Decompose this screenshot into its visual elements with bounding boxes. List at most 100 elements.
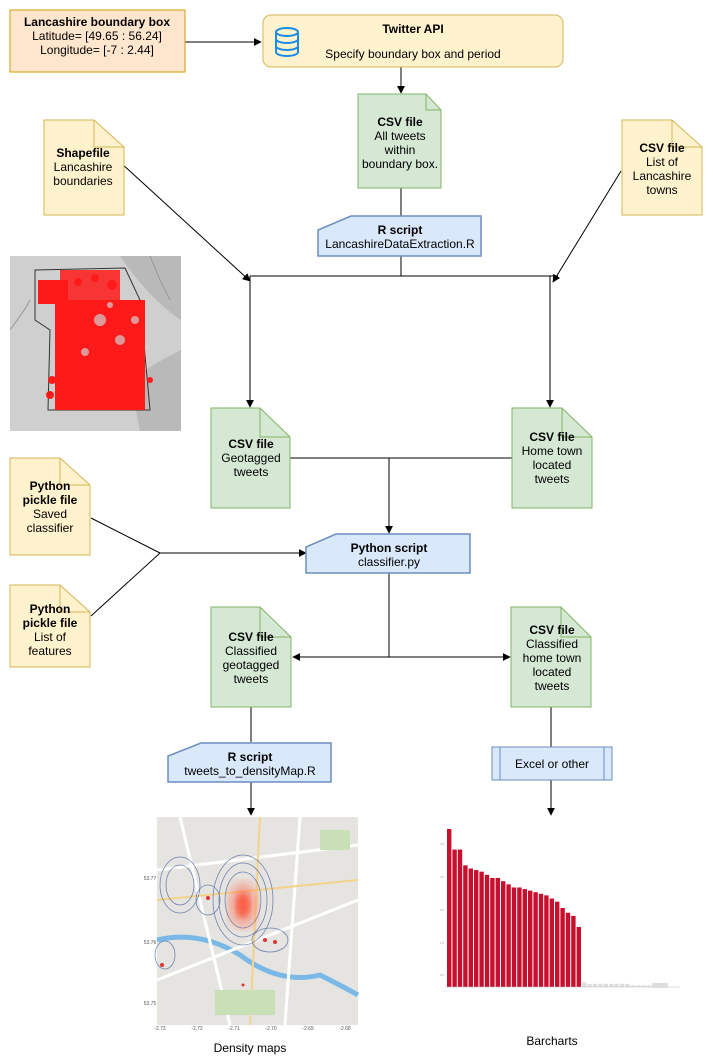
python-script-title: Python script <box>351 541 428 555</box>
svg-text:2.5: 2.5 <box>440 908 445 912</box>
csv-all-tweets-line: All tweets <box>374 129 425 143</box>
excel-node: Excel or other <box>491 746 613 781</box>
csv-classified-home-node: CSV file Classified home town located tw… <box>510 606 592 708</box>
bar <box>592 983 598 987</box>
boundary-box-node: Lancashire boundary box Latitude= [49.65… <box>9 9 186 73</box>
csv-all-tweets-title: CSV file <box>377 115 423 129</box>
r-script-density-file: tweets_to_densityMap.R <box>184 764 316 778</box>
bar <box>565 912 571 987</box>
svg-text:0.5: 0.5 <box>440 973 445 977</box>
csv-geotagged-title: CSV file <box>228 437 274 451</box>
shapefile-line: Lancashire <box>54 160 113 174</box>
csv-hometown-line: Home town <box>522 444 583 458</box>
lancashire-tweets-map <box>9 255 181 431</box>
csv-classified-home-line: home town <box>523 651 582 665</box>
bar <box>641 985 646 987</box>
bar <box>490 877 495 987</box>
csv-towns-line: List of <box>646 155 679 169</box>
csv-classified-geo-line: Classified <box>225 644 277 658</box>
csv-hometown-node: CSV file Home town located tweets <box>511 407 593 509</box>
barchart-bars <box>445 829 680 988</box>
connectors <box>90 38 622 816</box>
pickle-features-title: pickle file <box>23 616 78 630</box>
csv-towns-node: CSV file List of Lancashire towns <box>621 119 703 216</box>
csv-hometown-line: tweets <box>535 472 570 486</box>
csv-classified-geo-title: CSV file <box>228 630 274 644</box>
csv-classified-home-title: CSV file <box>529 623 575 637</box>
bar <box>533 892 538 987</box>
density-maps-caption: Density maps <box>214 1041 287 1055</box>
shapefile-line: boundaries <box>53 174 112 188</box>
bar <box>603 983 608 987</box>
bar <box>501 881 506 987</box>
svg-text:3.5: 3.5 <box>440 875 445 879</box>
shapefile-title: Shapefile <box>56 146 110 160</box>
barchart-image: 4.5 3.5 2.5 1.5 0.5 <box>424 818 686 1020</box>
svg-text:53.76: 53.76 <box>144 940 157 946</box>
csv-all-tweets-line: boundary box. <box>362 157 438 171</box>
barchart-tick-stubs: 4.5 3.5 2.5 1.5 0.5 <box>440 842 445 977</box>
density-map-image: -2.73-2.72-2.71 -2.70-2.69-2.68 53.7753.… <box>144 816 360 1032</box>
bar <box>636 985 641 987</box>
csv-towns-line: Lancashire <box>633 169 692 183</box>
bar <box>587 983 592 987</box>
csv-geotagged-line: tweets <box>234 465 269 479</box>
excel-label: Excel or other <box>515 757 589 771</box>
csv-all-tweets-line: within <box>384 143 416 157</box>
svg-text:-2.70: -2.70 <box>265 1026 277 1032</box>
bar <box>463 865 468 987</box>
bar <box>495 877 500 987</box>
csv-geotagged-node: CSV file Geotagged tweets <box>210 407 291 509</box>
pickle-classifier-title: pickle file <box>23 493 78 507</box>
bar <box>609 983 614 987</box>
bar <box>522 889 527 987</box>
bar <box>484 874 490 987</box>
r-script-extraction-file: LancashireDataExtraction.R <box>325 237 475 251</box>
bar <box>571 915 576 987</box>
bar <box>555 901 560 987</box>
bar <box>576 926 581 987</box>
bar <box>549 898 554 987</box>
bar <box>619 983 625 987</box>
database-icon <box>275 27 299 57</box>
r-script-extraction-node: R script LancashireDataExtraction.R <box>317 215 482 257</box>
bar <box>474 870 479 987</box>
bar <box>625 983 630 987</box>
bar <box>614 983 619 987</box>
r-script-density-node: R script tweets_to_densityMap.R <box>167 742 332 783</box>
twitter-api-node: Twitter API Specify boundary box and per… <box>262 14 564 68</box>
csv-classified-geo-line: geotagged <box>223 658 280 672</box>
svg-text:-2.73: -2.73 <box>154 1026 166 1032</box>
bar <box>560 908 565 987</box>
svg-text:-2.72: -2.72 <box>191 1026 203 1032</box>
csv-classified-home-line: tweets <box>535 679 570 693</box>
csv-classified-home-line: located <box>533 665 572 679</box>
bar <box>538 893 544 987</box>
bar <box>468 868 473 987</box>
svg-text:-2.69: -2.69 <box>302 1026 314 1032</box>
bar <box>528 890 533 987</box>
pickle-classifier-title: Python <box>30 479 71 493</box>
csv-classified-geo-node: CSV file Classified geotagged tweets <box>210 606 292 708</box>
csv-hometown-line: located <box>533 458 572 472</box>
pickle-classifier-line: classifier <box>27 521 74 535</box>
bar <box>517 887 522 987</box>
svg-text:4.5: 4.5 <box>440 842 445 846</box>
svg-text:1.5: 1.5 <box>440 941 445 945</box>
bar <box>544 895 549 987</box>
shapefile-node: Shapefile Lancashire boundaries <box>43 119 125 216</box>
bar <box>506 884 511 987</box>
barcharts-caption: Barcharts <box>526 1034 577 1048</box>
bar <box>447 829 452 987</box>
python-script-file: classifier.py <box>358 555 420 569</box>
csv-all-tweets-node: CSV file All tweets within boundary box. <box>357 93 442 189</box>
bar <box>630 985 635 987</box>
twitter-api-title: Twitter API <box>382 22 443 36</box>
svg-text:-2.71: -2.71 <box>228 1026 240 1032</box>
pickle-features-line: features <box>28 644 71 658</box>
bar <box>479 871 484 987</box>
csv-towns-title: CSV file <box>639 141 685 155</box>
pickle-classifier-line: Saved <box>33 507 67 521</box>
python-script-node: Python script classifier.py <box>305 533 471 574</box>
bar <box>511 887 517 987</box>
